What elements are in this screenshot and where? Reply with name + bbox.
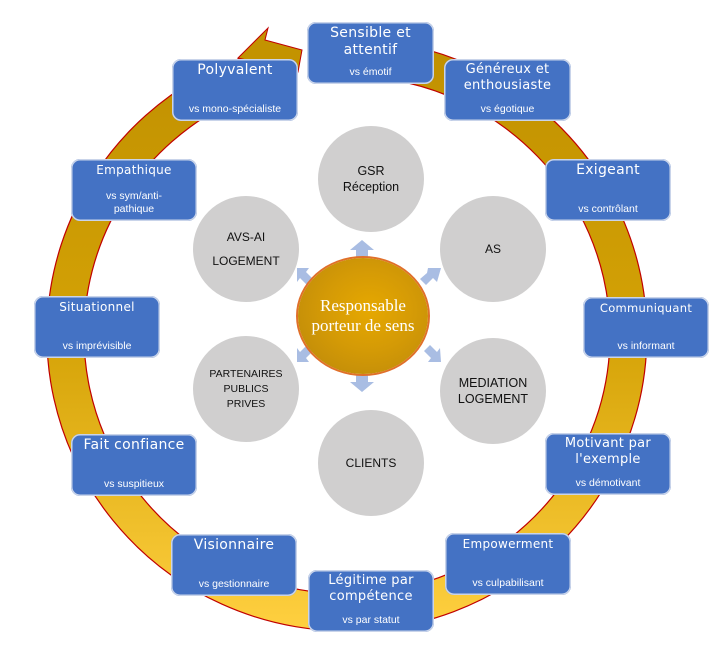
quality-situationnel: Situationnel vs imprévisible xyxy=(34,296,160,358)
circle-mediation-logement: MEDIATION LOGEMENT xyxy=(440,338,546,444)
quality-title: Polyvalent xyxy=(197,62,273,78)
arrow-upleft xyxy=(297,268,313,285)
quality-title: Situationnel xyxy=(59,300,135,314)
quality-opposite: vs mono-spécialiste xyxy=(188,103,282,115)
quality-title: Empathique xyxy=(96,163,172,177)
circle-label-line: PRIVES xyxy=(226,397,266,410)
arrow-upright xyxy=(420,268,441,285)
arrow-down xyxy=(350,374,374,392)
quality-title: Généreux et enthousiaste xyxy=(463,62,552,93)
quality-communiquant: Communiquant vs informant xyxy=(583,297,709,358)
circle-label-line: Réception xyxy=(342,180,400,194)
circle-label-line: PARTENAIRES xyxy=(209,367,283,380)
circle-partenaires: PARTENAIRES PUBLICS PRIVES xyxy=(193,336,299,442)
quality-empowerment: Empowerment vs culpabilisant xyxy=(445,533,571,595)
quality-exigeant: Exigeant vs contrôlant xyxy=(545,159,671,221)
quality-opposite: vs par statut xyxy=(342,614,400,626)
quality-legitime: Légitime par compétence vs par statut xyxy=(308,570,434,632)
quality-title: Exigeant xyxy=(576,162,640,178)
quality-opposite: vs sym/anti-pathique xyxy=(105,190,162,215)
circle-label-line: GSR xyxy=(357,164,385,178)
quality-opposite: vs émotif xyxy=(349,66,392,78)
quality-polyvalent: Polyvalent vs mono-spécialiste xyxy=(172,59,298,121)
quality-opposite: vs culpabilisant xyxy=(472,577,544,589)
quality-genereux-enthousiaste: Généreux et enthousiaste vs égotique xyxy=(444,59,571,121)
quality-opposite: vs informant xyxy=(617,340,675,352)
quality-opposite: vs démotivant xyxy=(575,477,641,489)
quality-opposite: vs suspitieux xyxy=(103,478,165,490)
quality-empathique: Empathique vs sym/anti-pathique xyxy=(71,159,197,221)
circle-label-line: CLIENTS xyxy=(345,456,397,470)
quality-title: Communiquant xyxy=(599,301,693,315)
center-arrows xyxy=(297,240,441,392)
circle-label-line: LOGEMENT xyxy=(212,254,280,268)
quality-title: Motivant par l'exemple xyxy=(564,436,652,467)
quality-title: Légitime par compétence xyxy=(328,573,414,604)
quality-visionnaire: Visionnaire vs gestionnaire xyxy=(171,534,297,596)
circle-label-line: LOGEMENT xyxy=(457,392,529,406)
quality-motivant: Motivant par l'exemple vs démotivant xyxy=(545,433,671,495)
quality-opposite: vs égotique xyxy=(480,103,535,115)
arrow-up xyxy=(350,240,374,258)
quality-sensible-attentif: Sensible et attentif vs émotif xyxy=(307,22,434,84)
quality-title: Visionnaire xyxy=(193,537,275,553)
circle-clients: CLIENTS xyxy=(318,410,424,516)
quality-opposite: vs contrôlant xyxy=(578,203,638,215)
circle-avs-ai-logement: AVS-AI LOGEMENT xyxy=(193,196,299,302)
circle-label-line: MEDIATION xyxy=(458,376,528,390)
quality-title: Sensible et attentif xyxy=(330,25,411,58)
quality-fait-confiance: Fait confiance vs suspitieux xyxy=(71,434,197,496)
quality-title: Empowerment xyxy=(462,537,554,551)
circle-label-line: AVS-AI xyxy=(226,230,266,244)
quality-title: Fait confiance xyxy=(83,437,185,453)
circle-label-line: AS xyxy=(484,242,501,256)
center-label: Responsable porteur de sens xyxy=(311,296,415,335)
quality-opposite: vs imprévisible xyxy=(62,340,132,352)
circle-label-line: PUBLICS xyxy=(223,382,269,395)
quality-opposite: vs gestionnaire xyxy=(198,578,270,590)
circle-as: AS xyxy=(440,196,546,302)
center-responsable: Responsable porteur de sens xyxy=(298,258,428,374)
circle-gsr-reception: GSR Réception xyxy=(318,126,424,232)
arrow-downright xyxy=(424,345,441,362)
